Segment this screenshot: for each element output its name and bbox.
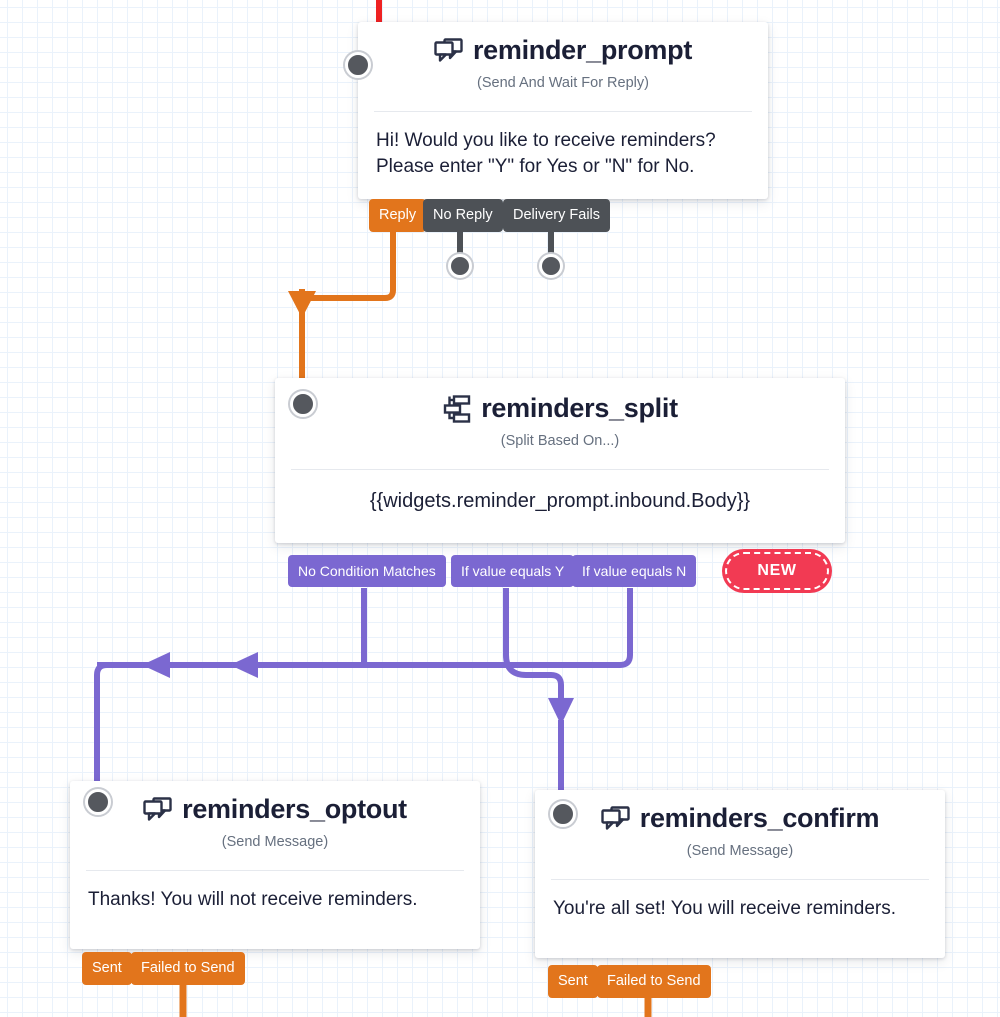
output-pin-failed-to-send[interactable]: Failed to Send bbox=[597, 965, 711, 998]
output-dot-no-reply[interactable] bbox=[448, 254, 472, 278]
output-pin-delivery-fails[interactable]: Delivery Fails bbox=[503, 199, 611, 232]
node-reminders-optout[interactable]: reminders_optout (Send Message) Thanks! … bbox=[70, 781, 480, 949]
wire-optout-entry bbox=[94, 662, 108, 790]
node-input-dot[interactable] bbox=[290, 391, 316, 417]
chat-bubbles-icon bbox=[434, 38, 464, 64]
node-header: reminders_split (Split Based On...) bbox=[275, 378, 845, 459]
wire-nocond bbox=[170, 588, 367, 668]
node-body: Thanks! You will not receive reminders. bbox=[88, 888, 418, 910]
split-hierarchy-icon bbox=[442, 394, 472, 424]
node-body-line: Hi! Would you like to receive reminders? bbox=[376, 129, 716, 151]
output-pin-no-condition-matches[interactable]: No Condition Matches bbox=[288, 555, 446, 587]
chat-bubbles-icon bbox=[143, 797, 173, 823]
wire-equalsn bbox=[258, 588, 633, 668]
arrow-equalsy bbox=[548, 698, 574, 725]
node-body: You're all set! You will receive reminde… bbox=[553, 897, 896, 919]
node-reminders-confirm[interactable]: reminders_confirm (Send Message) You're … bbox=[535, 790, 945, 958]
node-subtitle: (Send Message) bbox=[221, 833, 329, 850]
divider bbox=[374, 110, 752, 112]
node-body: Hi! Would you like to receive reminders?… bbox=[358, 112, 768, 200]
node-title: reminder_prompt bbox=[472, 35, 693, 65]
node-subtitle: (Split Based On...) bbox=[500, 433, 620, 449]
node-reminders-split[interactable]: reminders_split (Split Based On...) {{wi… bbox=[275, 378, 845, 544]
add-new-condition-button[interactable]: NEW bbox=[722, 549, 832, 593]
node-header: reminder_prompt (Send And Wait For Reply… bbox=[358, 22, 768, 101]
divider bbox=[551, 878, 929, 880]
arrow-nocond bbox=[142, 652, 170, 678]
node-reminder-prompt[interactable]: reminder_prompt (Send And Wait For Reply… bbox=[345, 22, 768, 200]
arrow-equalsn bbox=[230, 652, 258, 678]
wire-reply-to-split bbox=[310, 232, 396, 301]
node-title: reminders_optout bbox=[182, 794, 407, 824]
arrow-reply bbox=[288, 291, 316, 318]
divider bbox=[86, 869, 464, 871]
new-label: NEW bbox=[757, 562, 797, 579]
output-pin-reply[interactable]: Reply bbox=[369, 199, 427, 232]
node-subtitle: (Send Message) bbox=[686, 842, 794, 859]
node-header: reminders_confirm (Send Message) bbox=[535, 790, 945, 869]
chat-bubbles-icon bbox=[601, 806, 631, 832]
node-body: {{widgets.reminder_prompt.inbound.Body}} bbox=[369, 490, 751, 512]
node-input-dot[interactable] bbox=[345, 52, 371, 78]
node-header: reminders_optout (Send Message) bbox=[70, 781, 480, 860]
output-pin-if-value-equals-y[interactable]: If value equals Y bbox=[451, 555, 575, 587]
output-pin-if-value-equals-n[interactable]: If value equals N bbox=[572, 555, 697, 587]
node-title: reminders_split bbox=[481, 393, 678, 424]
output-pin-sent[interactable]: Sent bbox=[82, 952, 132, 985]
node-subtitle: (Send And Wait For Reply) bbox=[477, 74, 649, 91]
node-body-line: Please enter "Y" for Yes or "N" for No. bbox=[376, 155, 695, 177]
node-input-dot[interactable] bbox=[85, 789, 111, 815]
output-pin-sent[interactable]: Sent bbox=[548, 965, 598, 998]
output-pin-no-reply[interactable]: No Reply bbox=[423, 199, 503, 232]
divider bbox=[291, 469, 829, 470]
output-pin-failed-to-send[interactable]: Failed to Send bbox=[131, 952, 245, 985]
wire-equalsy bbox=[503, 588, 564, 700]
node-title: reminders_confirm bbox=[639, 803, 880, 833]
output-dot-delivery-fails[interactable] bbox=[539, 254, 563, 278]
node-input-dot[interactable] bbox=[550, 801, 576, 827]
